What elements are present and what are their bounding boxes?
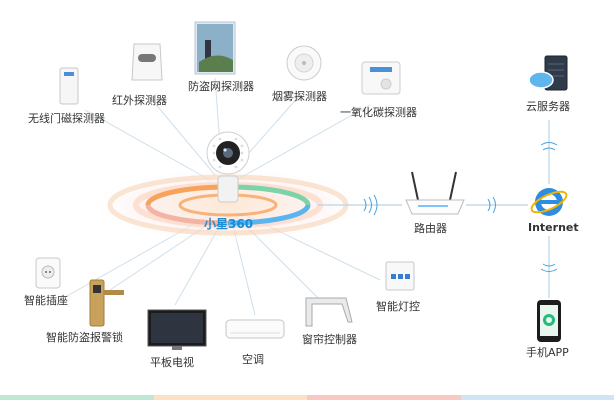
smoke-sensor-label: 烟雾探测器 <box>272 90 327 103</box>
hub-label: 小星360 <box>204 217 254 231</box>
internet-cloud-link <box>540 120 558 184</box>
net-sensor-label: 防盗网探测器 <box>188 80 254 93</box>
lock-label: 智能防盗报警锁 <box>46 331 123 344</box>
cloud-label: 云服务器 <box>526 100 570 113</box>
mobile-phone-icon <box>537 300 561 342</box>
strip-segment-orange <box>153 395 307 400</box>
infrared-sensor-label: 红外探测器 <box>112 94 167 107</box>
door-sensor-icon <box>59 67 79 105</box>
cloud-server-icon <box>528 55 568 91</box>
strip-segment-green <box>0 395 154 400</box>
bottom-color-strip <box>0 392 614 405</box>
air-conditioner-icon <box>225 319 285 339</box>
internet-explorer-icon <box>530 188 568 216</box>
co-sensor-label: 一氧化碳探测器 <box>340 106 417 119</box>
strip-segment-blue <box>460 395 614 400</box>
light-switch-icon <box>385 261 415 291</box>
tv-icon <box>147 309 207 350</box>
co-detector-icon <box>361 61 401 95</box>
app-label: 手机APP <box>526 346 569 359</box>
camera-hub-icon <box>206 131 250 203</box>
router-internet-link <box>466 196 528 214</box>
internet-label: Internet <box>528 221 579 234</box>
socket-label: 智能插座 <box>24 294 68 307</box>
router-label: 路由器 <box>414 222 447 235</box>
hub-router-link <box>318 194 402 216</box>
window-net-sensor-icon <box>194 21 236 75</box>
light-label: 智能灯控 <box>376 300 420 313</box>
internet-app-link <box>540 236 558 298</box>
smart-socket-icon <box>35 257 61 289</box>
ac-label: 空调 <box>242 353 264 366</box>
door-sensor-label: 无线门磁探测器 <box>28 112 105 125</box>
strip-segment-pink <box>307 395 461 400</box>
curtain-label: 窗帘控制器 <box>302 333 357 346</box>
smart-lock-icon <box>89 279 124 327</box>
infrared-sensor-icon <box>131 43 163 81</box>
tv-label: 平板电视 <box>150 356 194 369</box>
curtain-controller-icon <box>305 297 353 327</box>
smoke-detector-icon <box>286 45 322 81</box>
router-icon <box>405 171 465 215</box>
hub-glow <box>88 167 368 243</box>
